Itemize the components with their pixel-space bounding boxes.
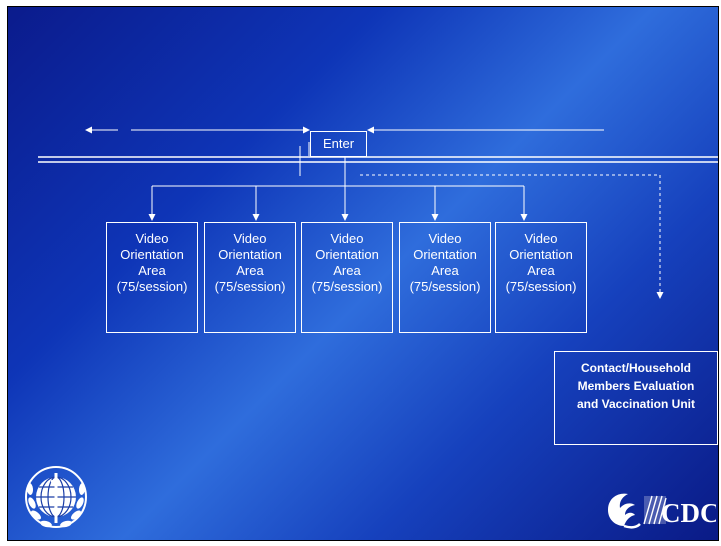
area-line: (75/session) bbox=[505, 279, 577, 294]
evaluation-vaccination-unit-box: Contact/Household Members Evaluation and… bbox=[554, 351, 718, 445]
slide-background bbox=[8, 7, 718, 540]
unit-line: and Vaccination Unit bbox=[576, 397, 696, 411]
area-line: Area bbox=[236, 263, 264, 278]
area-line: (75/session) bbox=[311, 279, 383, 294]
cdc-stripes bbox=[643, 495, 667, 525]
enter-label: Enter bbox=[322, 136, 355, 151]
area-line: (75/session) bbox=[409, 279, 481, 294]
area-line: Orientation bbox=[120, 247, 184, 262]
area-line: (75/session) bbox=[116, 279, 188, 294]
unit-line: Members Evaluation bbox=[577, 379, 695, 393]
area-line: Area bbox=[333, 263, 361, 278]
area-line: Orientation bbox=[509, 247, 573, 262]
unit-line: Contact/Household bbox=[581, 361, 691, 375]
area-line: Video bbox=[233, 231, 267, 246]
area-line: Video bbox=[428, 231, 462, 246]
area-line: Orientation bbox=[315, 247, 379, 262]
area-line: Area bbox=[527, 263, 555, 278]
area-line: Video bbox=[524, 231, 558, 246]
area-line: Video bbox=[135, 231, 169, 246]
video-orientation-area-2: Video Orientation Area (75/session) bbox=[204, 222, 296, 333]
area-line: Video bbox=[330, 231, 364, 246]
area-line: Area bbox=[431, 263, 459, 278]
area-line: Area bbox=[138, 263, 166, 278]
area-line: Orientation bbox=[218, 247, 282, 262]
cdc-wordmark: CDC bbox=[661, 498, 716, 528]
hhs-eagle-icon bbox=[608, 493, 641, 529]
area-line: Orientation bbox=[413, 247, 477, 262]
video-orientation-area-4: Video Orientation Area (75/session) bbox=[399, 222, 491, 333]
cdc-logo: CDC bbox=[604, 488, 720, 532]
enter-box: Enter bbox=[310, 131, 367, 157]
video-orientation-area-5: Video Orientation Area (75/session) bbox=[495, 222, 587, 333]
video-orientation-area-1: Video Orientation Area (75/session) bbox=[106, 222, 198, 333]
who-emblem-icon bbox=[25, 466, 87, 528]
video-orientation-area-3: Video Orientation Area (75/session) bbox=[301, 222, 393, 333]
area-line: (75/session) bbox=[214, 279, 286, 294]
